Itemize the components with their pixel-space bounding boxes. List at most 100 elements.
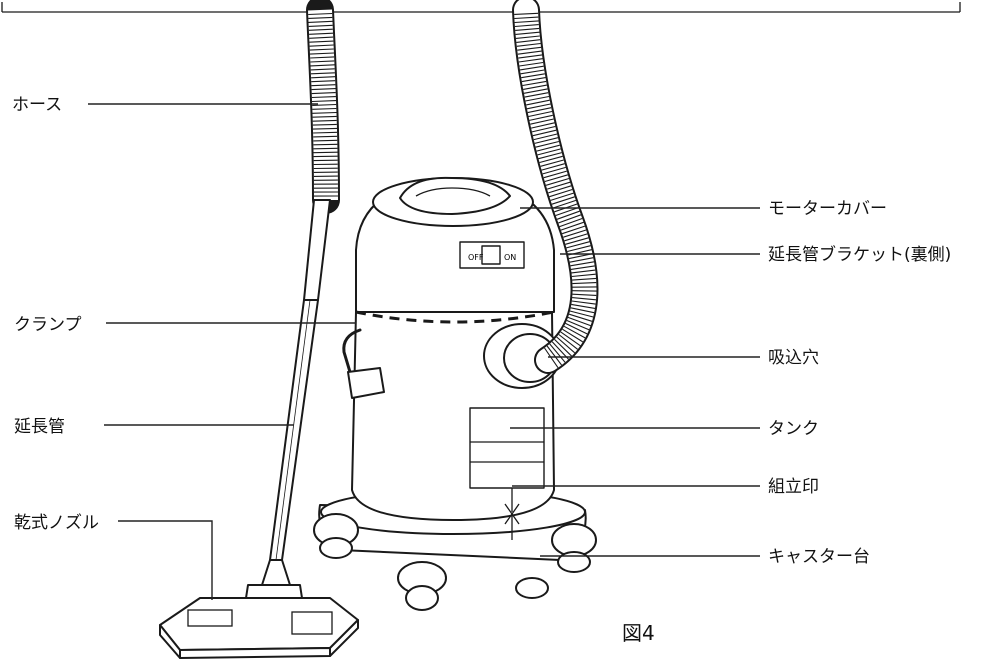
hose-rib [309,52,335,55]
hose-rib [549,343,566,363]
hose-rib [538,152,562,160]
hose-rib [565,237,589,245]
hose-rib [544,174,569,183]
hose-rib [522,80,547,87]
hose-rib [572,297,597,301]
vacuum-body: OFF ON [313,176,597,611]
hose-rib [309,32,334,35]
hose-rib [549,188,573,198]
callout-intake: 吸込穴 [548,348,819,368]
hose-rib [313,135,338,138]
hose-right [512,0,599,374]
hose-rib [562,328,584,343]
hose-rib [521,73,545,79]
hose-rib [546,181,571,190]
hose-rib [309,36,334,39]
hose-rib [312,123,337,126]
hose-rib [572,282,597,285]
hose-rib [544,347,559,369]
hose-rib [311,84,336,87]
callout-hose: ホース [12,95,318,115]
hose-rib [313,151,338,154]
hose-rib [312,115,337,118]
label-caster-base: キャスター台 [768,547,870,567]
callout-extension-pipe: 延長管 [14,417,294,437]
hose-rib [571,300,596,305]
label-hose: ホース [12,95,62,115]
hose-rib [311,80,336,83]
hose-rib [537,148,561,156]
hose-rib [570,261,595,267]
hose-rib [308,28,333,31]
label-dry-nozzle: 乾式ノズル [14,513,99,533]
switch-on-label: ON [504,253,516,262]
hose-rib [567,245,591,253]
hose-rib [515,31,540,35]
hose-rib [536,144,560,152]
hose-rib [520,69,545,75]
hose-rib [556,210,580,220]
callout-motor-cover: モーターカバー [520,199,887,219]
hose-rib [515,35,540,39]
hose-left [306,0,340,214]
callout-assembly-mark: 組立印 [512,477,819,497]
hose-rib [519,65,544,71]
hose-rib [561,225,586,235]
hose-rib [570,265,595,270]
hose-rib [566,241,590,249]
hose-rib [312,127,338,130]
switch-off-label: OFF [468,253,484,262]
hose-rib [572,277,597,281]
hose-rib [514,20,539,24]
hose-rib [521,77,546,83]
hose-rib [523,88,548,94]
hose-rib [539,155,563,164]
hose-rib [516,42,541,47]
hose-rib [311,100,337,103]
assembly-mark-arrows [504,488,520,540]
hose-rib [552,199,577,209]
hose-rib [514,16,539,20]
hose-rib [516,39,541,43]
hose-rib [528,110,553,118]
top-frame [1,2,961,13]
hose-rib [540,159,564,167]
hose-rib [530,118,554,125]
clamp-drawing [342,328,385,399]
hose-rib [558,334,578,350]
hose-rib [310,72,335,75]
hose-rib [560,221,584,231]
hose-rib [564,233,588,242]
hose-rib [526,103,551,110]
hose-rib [310,60,335,63]
hose-rib [533,133,558,141]
hose-rib [525,95,550,102]
hose-rib [313,139,338,142]
hose-rib [545,177,570,186]
hose-rib [309,40,334,43]
hose-rib [527,107,552,114]
hose-rib [542,166,566,175]
hose-rib [517,50,542,55]
hose-rib [567,316,591,327]
hose-rib [555,207,579,217]
hose-rib [526,99,550,106]
hose-rib [572,293,597,296]
hose-rib [534,137,559,144]
hose-rib [551,196,575,205]
dry-nozzle-drawing [159,559,359,659]
callout-caster-base: キャスター台 [540,547,870,567]
hose-rib [570,307,595,314]
hose-rib [312,103,337,106]
label-extension-pipe: 延長管 [14,417,65,437]
hose-rib [310,56,335,59]
hose-rib [308,12,333,16]
callout-clamp: クランプ [14,315,356,335]
hose-rib [568,313,593,322]
hose-rib [514,24,539,28]
hose-rib [515,27,540,31]
hose-rib [311,76,336,79]
hose-rib [550,192,574,201]
hose-rib [309,48,334,51]
